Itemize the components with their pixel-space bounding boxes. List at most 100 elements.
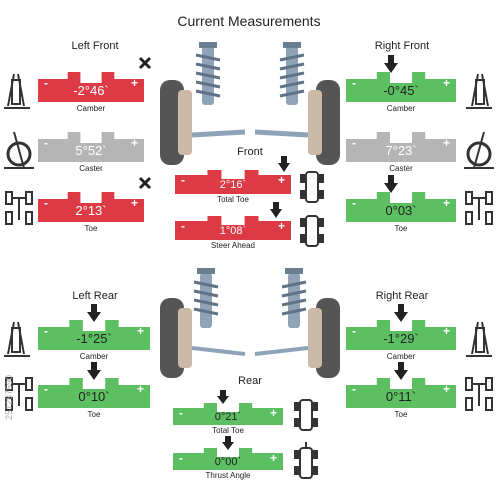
front-steer-ahead-gauge[interactable]: -+1°08` <box>175 216 291 240</box>
right-rear-camber-gauge[interactable]: - + -1°29` <box>346 320 456 350</box>
caster-angle-icon <box>4 131 34 169</box>
front-suspension-illustration <box>160 42 340 165</box>
gauge-shape <box>346 320 456 350</box>
right-rear-toe-gauge[interactable]: -+0°11` <box>346 378 456 408</box>
front-total-toe-label: Total Toe <box>217 195 249 204</box>
gauge-shape <box>38 378 150 408</box>
right-rear-camber-label: Camber <box>386 352 416 361</box>
gauge-value: 2°16` <box>219 179 247 192</box>
gauge-body <box>173 448 283 470</box>
right-front-toe-gauge[interactable]: -+0°03` <box>346 192 456 222</box>
right-front-toe-label: Toe <box>394 224 408 233</box>
left-front-toe-label: Toe <box>84 224 98 233</box>
right-front-camber-gauge[interactable]: - + -0°45` <box>346 72 456 102</box>
minus-sign: - <box>44 135 48 150</box>
left-rear-heading: Left Rear <box>72 290 118 302</box>
minus-sign: - <box>44 75 48 90</box>
gauge-body <box>38 192 144 222</box>
gauge-value: 5°52` <box>75 143 107 159</box>
gauge-value: -0°45` <box>383 83 419 99</box>
down-arrow-icon <box>222 436 234 450</box>
plus-sign: + <box>442 135 450 150</box>
minus-sign: - <box>352 135 356 150</box>
out-of-spec-x-icon <box>138 176 152 190</box>
toe-angle-icon <box>5 377 33 411</box>
gauge-body <box>175 216 291 240</box>
right-front-caster-gauge[interactable]: -+7°23` <box>346 132 456 162</box>
gauge-value: -2°46` <box>73 83 109 99</box>
gauge-shape <box>346 132 456 162</box>
gauge-value: 1°08` <box>219 225 247 238</box>
toe-angle-icon <box>465 191 493 225</box>
plus-sign: + <box>442 75 450 90</box>
plus-sign: + <box>277 172 285 187</box>
left-front-camber-gauge[interactable]: - + -2°46` <box>38 72 144 102</box>
gauge-shape <box>38 132 144 162</box>
right-front-caster-label: Caster <box>389 164 413 173</box>
down-arrow-icon <box>87 304 101 322</box>
minus-sign: - <box>181 172 185 187</box>
plus-sign: + <box>130 195 138 210</box>
gauge-body <box>38 132 144 162</box>
left-rear-camber-gauge[interactable]: -+-1°25` <box>38 320 150 350</box>
left-rear-toe-gauge[interactable]: -+0°10` <box>38 378 150 408</box>
minus-sign: - <box>44 381 48 396</box>
plus-sign: + <box>442 323 450 338</box>
gauge-body <box>38 378 150 408</box>
minus-sign: - <box>352 195 356 210</box>
toe-angle-icon <box>465 377 493 411</box>
plus-sign: + <box>442 195 450 210</box>
left-front-toe-gauge[interactable]: -+2°13` <box>38 192 144 222</box>
gauge-shape <box>346 72 456 102</box>
gauge-body <box>175 170 291 194</box>
gauge-value: 0°11` <box>385 389 417 405</box>
toe-angle-icon <box>5 191 33 225</box>
left-front-caster-gauge[interactable]: - +5°52` <box>38 132 144 162</box>
left-front-camber-label: Camber <box>76 104 106 113</box>
stock-id-watermark: 257287590 <box>4 374 14 420</box>
gauge-shape <box>38 72 144 102</box>
front-heading: Front <box>237 146 263 158</box>
gauge-shape <box>346 378 456 408</box>
gauge-body <box>346 320 456 350</box>
gauge-body <box>346 192 456 222</box>
rear-thrust-angle-gauge[interactable]: -+0°00` <box>173 448 283 470</box>
gauge-body <box>346 72 456 102</box>
plus-sign: + <box>136 323 144 338</box>
left-rear-toe-label: Toe <box>87 410 101 419</box>
gauge-value: 0°10` <box>78 389 110 405</box>
page-title: Current Measurements <box>177 13 321 29</box>
gauge-value: 0°21` <box>214 411 242 424</box>
gauge-value: 2°13` <box>75 203 107 219</box>
gauge-shape <box>38 320 150 350</box>
gauge-value: -1°29` <box>383 331 419 347</box>
camber-angle-icon <box>4 321 30 357</box>
minus-sign: - <box>179 405 183 420</box>
rear-heading: Rear <box>238 375 262 387</box>
down-arrow-icon <box>384 175 398 193</box>
down-arrow-icon <box>278 156 290 172</box>
gauge-value: -1°25` <box>76 331 112 347</box>
minus-sign: - <box>352 323 356 338</box>
minus-sign: - <box>352 75 356 90</box>
gauge-shape <box>346 192 456 222</box>
rear-suspension-illustration <box>160 268 340 378</box>
gauge-body <box>38 72 144 102</box>
right-rear-toe-label: Toe <box>394 410 408 419</box>
plus-sign: + <box>130 135 138 150</box>
gauge-body <box>38 320 150 350</box>
gauge-shape <box>173 448 283 470</box>
plus-sign: + <box>269 450 277 465</box>
minus-sign: - <box>181 218 185 233</box>
plus-sign: + <box>130 75 138 90</box>
gauge-body <box>173 403 283 425</box>
camber-angle-icon <box>466 321 492 357</box>
gauge-shape <box>175 216 291 240</box>
rear-total-toe-gauge[interactable]: - +0°21` <box>173 403 283 425</box>
out-of-spec-x-icon <box>138 56 152 70</box>
plus-sign: + <box>269 405 277 420</box>
left-front-heading: Left Front <box>71 40 119 52</box>
right-front-heading: Right Front <box>374 40 430 52</box>
front-total-toe-gauge[interactable]: - +2°16` <box>175 170 291 194</box>
gauge-body <box>346 132 456 162</box>
